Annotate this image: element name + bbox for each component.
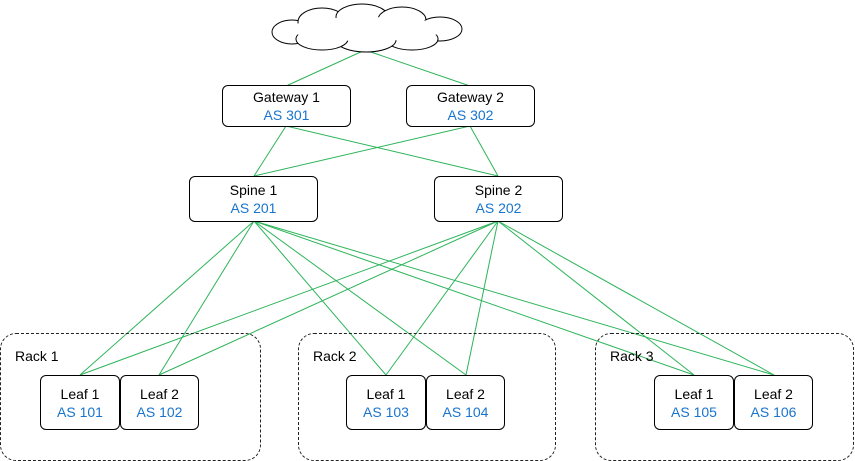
node-name: Leaf 2	[446, 386, 485, 402]
node-as-number: AS 301	[263, 107, 310, 123]
link-spine-1-rack-3-leaf-2	[253, 220, 775, 376]
rack-2-leaf-2-node[interactable]: Leaf 2 AS 104	[426, 375, 505, 430]
node-name: Spine 2	[474, 182, 523, 198]
node-as-number: AS 302	[447, 107, 494, 123]
link-spine-1-rack-2-leaf-1	[253, 220, 387, 376]
link-spine-2-rack-1-leaf-2	[158, 220, 499, 376]
rack-1-leaf-1-node[interactable]: Leaf 1 AS 101	[40, 375, 120, 430]
node-as-number: AS 103	[363, 404, 409, 420]
link-gateway-1-spine-2	[285, 125, 499, 177]
link-cloud-gateway-1	[285, 49, 366, 87]
gateway-1-node[interactable]: Gateway 1 AS 301	[222, 85, 351, 127]
link-spine-2-rack-3-leaf-2	[497, 220, 775, 376]
rack-1-leaf-2-node[interactable]: Leaf 2 AS 102	[120, 375, 199, 430]
link-spine-2-rack-3-leaf-1	[497, 220, 695, 376]
link-gateway-1-spine-1	[253, 125, 287, 177]
node-name: Spine 1	[229, 182, 278, 198]
spine-1-node[interactable]: Spine 1 AS 201	[189, 176, 318, 222]
node-as-number: AS 202	[475, 200, 522, 216]
node-name: Leaf 2	[754, 386, 793, 402]
node-name: Gateway 2	[437, 89, 504, 105]
node-as-number: AS 101	[57, 404, 103, 420]
link-cloud-gateway-2	[364, 49, 471, 87]
link-spine-1-rack-2-leaf-2	[253, 220, 467, 376]
node-name: Leaf 2	[140, 386, 179, 402]
cloud-icon	[271, 3, 463, 53]
link-spine-2-rack-2-leaf-2	[465, 220, 499, 376]
node-name: Leaf 1	[60, 386, 100, 402]
link-spine-1-rack-3-leaf-1	[253, 220, 695, 376]
gateway-2-node[interactable]: Gateway 2 AS 302	[406, 85, 535, 127]
rack-3-leaf-1-node[interactable]: Leaf 1 AS 105	[654, 375, 734, 430]
link-spine-2-rack-1-leaf-1	[79, 220, 499, 376]
node-as-number: AS 102	[136, 404, 183, 420]
spine-2-node[interactable]: Spine 2 AS 202	[434, 176, 563, 222]
link-spine-1-rack-1-leaf-1	[79, 220, 255, 376]
link-spine-2-rack-2-leaf-1	[385, 220, 499, 376]
node-as-number: AS 104	[442, 404, 489, 420]
node-as-number: AS 201	[230, 200, 277, 216]
node-name: Leaf 1	[366, 386, 406, 402]
node-name: Gateway 1	[253, 89, 320, 105]
rack-2-leaf-1-node[interactable]: Leaf 1 AS 103	[346, 375, 426, 430]
link-gateway-2-spine-1	[253, 125, 471, 177]
rack-3-leaf-2-node[interactable]: Leaf 2 AS 106	[734, 375, 813, 430]
link-gateway-2-spine-2	[469, 125, 499, 177]
rack-label: Rack 3	[610, 348, 654, 364]
rack-label: Rack 1	[15, 348, 59, 364]
node-name: Leaf 1	[674, 386, 714, 402]
node-as-number: AS 105	[671, 404, 717, 420]
node-as-number: AS 106	[750, 404, 797, 420]
rack-label: Rack 2	[313, 348, 357, 364]
link-spine-1-rack-1-leaf-2	[158, 220, 255, 376]
